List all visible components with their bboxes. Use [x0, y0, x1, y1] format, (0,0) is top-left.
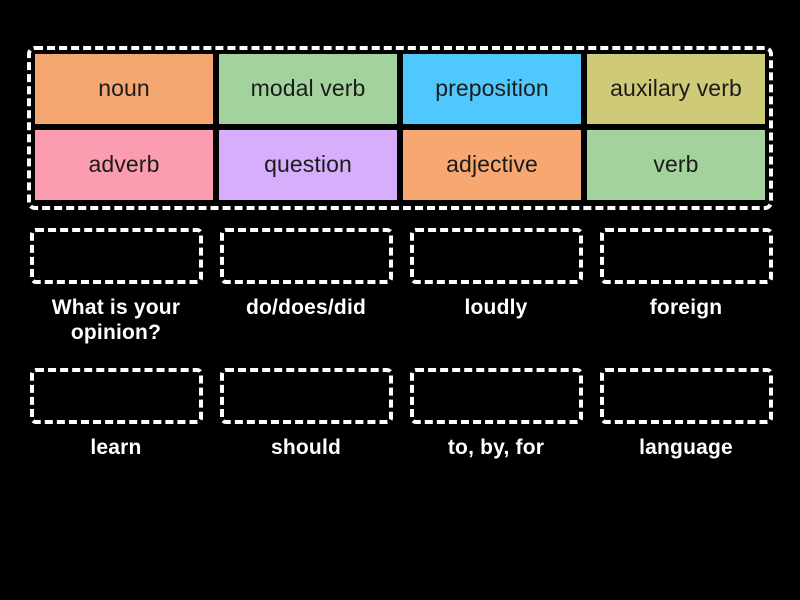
prompt-label: do/does/did [245, 296, 367, 319]
prompt-label: foreign [649, 296, 723, 319]
answer-cell-foreign: foreign [597, 228, 775, 346]
answer-cell-to-by-for: to, by, for [407, 367, 585, 461]
tile-label: modal verb [250, 75, 366, 102]
answer-grid: What is your opinion? do/does/did loudly… [27, 228, 773, 482]
prompt-label: to, by, for [447, 435, 545, 459]
tile-label: preposition [435, 75, 549, 102]
tile-bank-row-1: noun modal verb preposition auxilary ver… [35, 54, 765, 124]
prompt-label: language [639, 435, 733, 459]
tile-label: question [264, 151, 352, 178]
tile-label: auxilary verb [610, 75, 742, 102]
prompt-label: learn [90, 435, 142, 459]
tile-bank-row-2: adverb question adjective verb [35, 130, 765, 200]
tile-noun[interactable]: noun [35, 54, 213, 124]
tile-label: adverb [88, 151, 160, 178]
tile-label: adjective [446, 151, 538, 178]
prompt-label: What is your opinion? [51, 296, 181, 344]
tile-preposition[interactable]: preposition [403, 54, 581, 124]
answer-cell-loudly: loudly [407, 228, 585, 346]
answer-cell-do-does-did: do/does/did [217, 228, 395, 346]
answer-row-1: What is your opinion? do/does/did loudly… [27, 228, 773, 346]
tile-auxilary-verb[interactable]: auxilary verb [587, 54, 765, 124]
answer-cell-what-is-your-opinion: What is your opinion? [27, 228, 205, 346]
drop-zone[interactable] [219, 228, 393, 284]
answer-cell-learn: learn [27, 367, 205, 461]
tile-label: noun [98, 75, 150, 102]
drop-zone[interactable] [409, 367, 583, 424]
prompt-label: should [270, 435, 342, 459]
answer-cell-should: should [217, 367, 395, 461]
drop-zone[interactable] [219, 367, 393, 424]
tile-adjective[interactable]: adjective [403, 130, 581, 200]
drop-zone[interactable] [29, 367, 203, 424]
tile-bank: noun modal verb preposition auxilary ver… [27, 46, 773, 210]
tile-adverb[interactable]: adverb [35, 130, 213, 200]
prompt-label: loudly [464, 296, 528, 319]
drop-zone[interactable] [599, 228, 773, 284]
tile-question[interactable]: question [219, 130, 397, 200]
drop-zone[interactable] [29, 228, 203, 284]
tile-verb[interactable]: verb [587, 130, 765, 200]
answer-cell-language: language [597, 367, 775, 461]
drop-zone[interactable] [409, 228, 583, 284]
tile-label: verb [653, 151, 699, 178]
drop-zone[interactable] [599, 367, 773, 424]
tile-modal-verb[interactable]: modal verb [219, 54, 397, 124]
answer-row-2: learn should to, by, for language [27, 367, 775, 461]
